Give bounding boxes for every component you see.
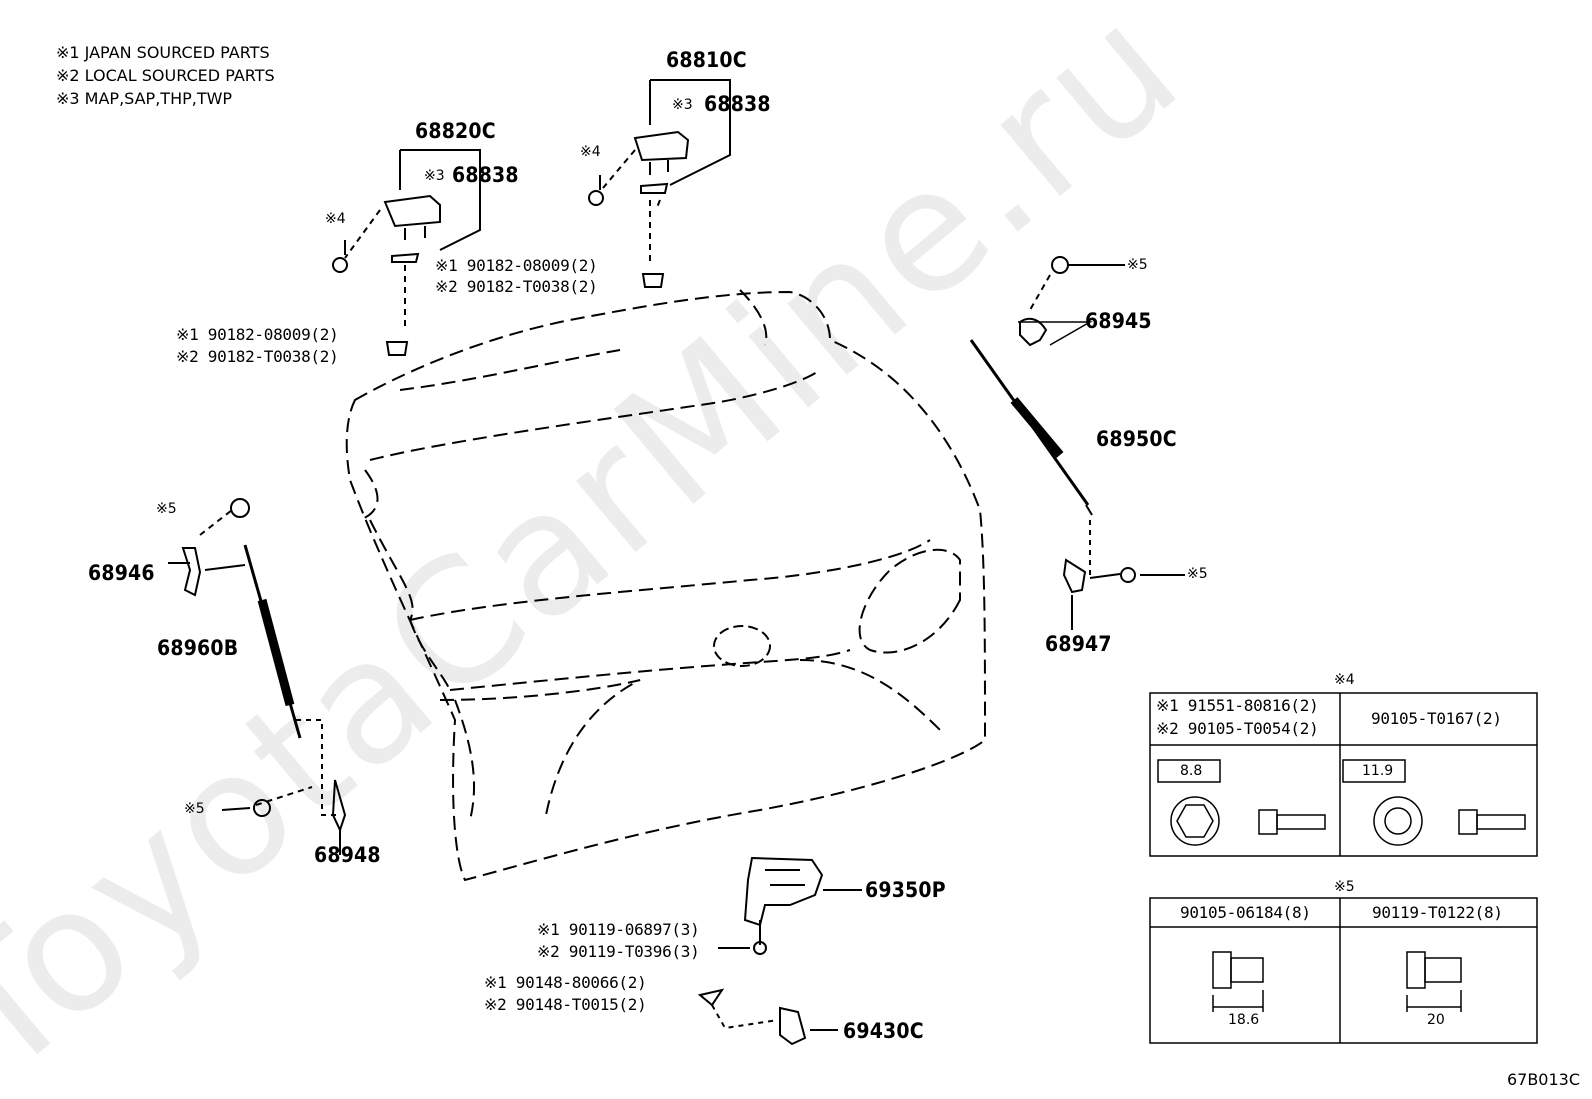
label-rivet-1: ※1 90148-80066(2) [484, 973, 647, 992]
label-rivet-2: ※2 90148-T0015(2) [484, 995, 647, 1014]
table-5-right-length: 20 [1427, 1012, 1445, 1028]
table-5-right-head: 90119-T0122(8) [1372, 903, 1503, 922]
label-mark4-right: ※4 [580, 144, 601, 160]
table-4-left-size: 8.8 [1180, 763, 1203, 779]
label-68810C: 68810C [666, 48, 747, 72]
label-mark5-bottom-left: ※5 [184, 801, 205, 817]
label-screw-1: ※1 90119-06897(3) [537, 920, 700, 939]
label-bolt-right-2: ※2 90182-T0038(2) [435, 277, 598, 296]
emblem-outline [713, 625, 771, 667]
table-4-right-size: 11.9 [1362, 763, 1394, 779]
label-68838-left: 68838 [452, 163, 519, 187]
note-japan-sourced: ※1 JAPAN SOURCED PARTS [56, 43, 270, 62]
label-68960B: 68960B [157, 636, 239, 660]
label-69350P: 69350P [865, 878, 946, 902]
label-68820C: 68820C [415, 119, 496, 143]
label-68945: 68945 [1085, 309, 1152, 333]
label-68948: 68948 [314, 843, 381, 867]
label-mark3-right: ※3 [672, 97, 693, 113]
table-5-left-head: 90105-06184(8) [1180, 903, 1311, 922]
label-bolt-left-2: ※2 90182-T0038(2) [176, 347, 339, 366]
label-68950C: 68950C [1096, 427, 1177, 451]
note-local-sourced: ※2 LOCAL SOURCED PARTS [56, 66, 275, 85]
label-mark4-left: ※4 [325, 211, 346, 227]
label-69430C: 69430C [843, 1019, 924, 1043]
damper-stay-right [969, 256, 1185, 630]
striker-assembly [697, 988, 838, 1046]
label-bolt-right-1: ※1 90182-08009(2) [435, 256, 598, 275]
table-5-left-length: 18.6 [1228, 1012, 1260, 1028]
label-mark5-top-right: ※5 [1127, 257, 1148, 273]
damper-stay-left [168, 498, 347, 855]
drawing-code: 67B013C [1506, 1070, 1580, 1089]
label-mark5-mid-right: ※5 [1187, 566, 1208, 582]
table-4-left-head-2: ※2 90105-T0054(2) [1156, 719, 1319, 738]
table-5-title: ※5 [1334, 879, 1355, 895]
label-mark5-top-left: ※5 [156, 501, 177, 517]
label-screw-2: ※2 90119-T0396(3) [537, 942, 700, 961]
label-mark3-left: ※3 [424, 168, 445, 184]
table-4-title: ※4 [1334, 672, 1355, 688]
label-68947: 68947 [1045, 632, 1112, 656]
lift-bracket-right [588, 79, 731, 288]
table-4-right-head: 90105-T0167(2) [1371, 709, 1502, 728]
label-68838-right: 68838 [704, 92, 771, 116]
table-5-grid [1149, 897, 1538, 1044]
label-bolt-left-1: ※1 90182-08009(2) [176, 325, 339, 344]
note-models: ※3 MAP,SAP,THP,TWP [56, 89, 233, 108]
lift-bracket-left [332, 149, 481, 356]
back-door-outline [345, 289, 987, 882]
label-68946: 68946 [88, 561, 155, 585]
lock-assembly [718, 856, 862, 955]
table-4-left-head-1: ※1 91551-80816(2) [1156, 696, 1319, 715]
table-4-grid [1149, 692, 1538, 857]
